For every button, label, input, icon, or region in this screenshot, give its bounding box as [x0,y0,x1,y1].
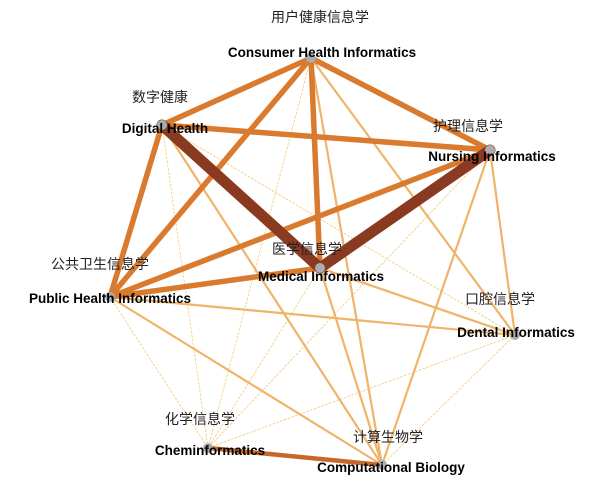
edge-public-dental [108,295,517,337]
node-digital [157,120,167,130]
edge-dental-compbio [381,334,516,466]
node-label-en-chem: Cheminformatics [155,443,265,458]
node-label-en-consumer: Consumer Health Informatics [228,45,416,60]
edge-digital-compbio [160,123,384,467]
node-label-zh-dental: 口腔信息学 [465,291,535,308]
edge-consumer-dental [309,56,517,337]
node-label-zh-consumer: 用户健康信息学 [271,9,369,26]
node-label-zh-medical: 医学信息学 [272,241,342,258]
edge-layer [107,55,517,468]
edge-digital-chem [161,124,209,449]
edge-public-chem [109,296,209,449]
edge-medical-chem [207,267,321,449]
edge-consumer-chem [207,57,312,449]
node-dental [510,330,520,340]
node-medical [315,263,325,273]
edge-consumer-compbio [309,56,384,467]
node-label-zh-digital: 数字健康 [132,89,188,106]
node-label-zh-compbio: 计算生物学 [353,430,423,446]
edge-consumer-medical [308,55,323,271]
node-label-zh-public: 公共卫生信息学 [51,256,149,273]
edge-nursing-chem [207,149,491,449]
node-nursing [485,145,495,155]
edge-public-compbio [108,295,384,467]
edge-digital-medical [156,119,326,274]
label-layer: 用户健康信息学 Consumer Health Informatics 数字健康 Di… [29,9,575,475]
node-label-en-public: Public Health Informatics [29,291,191,306]
node-label-en-medical: Medical Informatics [258,269,384,284]
node-layer [105,53,520,470]
node-label-en-nursing: Nursing Informatics [428,149,556,164]
edge-digital-nursing [159,122,493,153]
node-label-zh-chem: 化学信息学 [165,411,235,428]
edge-medical-compbio [318,266,384,467]
edge-digital-public [107,122,165,300]
node-label-en-digital: Digital Health [122,121,208,136]
node-public [105,292,115,302]
edge-public-medical [107,265,323,300]
node-consumer [306,53,316,63]
edge-consumer-nursing [308,55,493,153]
node-label-en-dental: Dental Informatics [457,325,575,340]
edge-nursing-dental [488,148,517,337]
edge-consumer-public [107,55,314,300]
edge-nursing-public [107,147,493,300]
node-label-zh-nursing: 护理信息学 [433,118,503,135]
node-compbio [377,460,387,470]
edge-nursing-compbio [380,148,492,467]
node-label-en-compbio: Computational Biology [317,460,465,475]
edge-digital-dental [161,124,516,336]
edge-nursing-medical [314,144,496,274]
edge-chem-compbio [205,445,385,468]
edge-consumer-digital [159,55,314,128]
node-chem [203,443,213,453]
edge-dental-chem [207,334,516,449]
edge-medical-dental [318,266,517,337]
